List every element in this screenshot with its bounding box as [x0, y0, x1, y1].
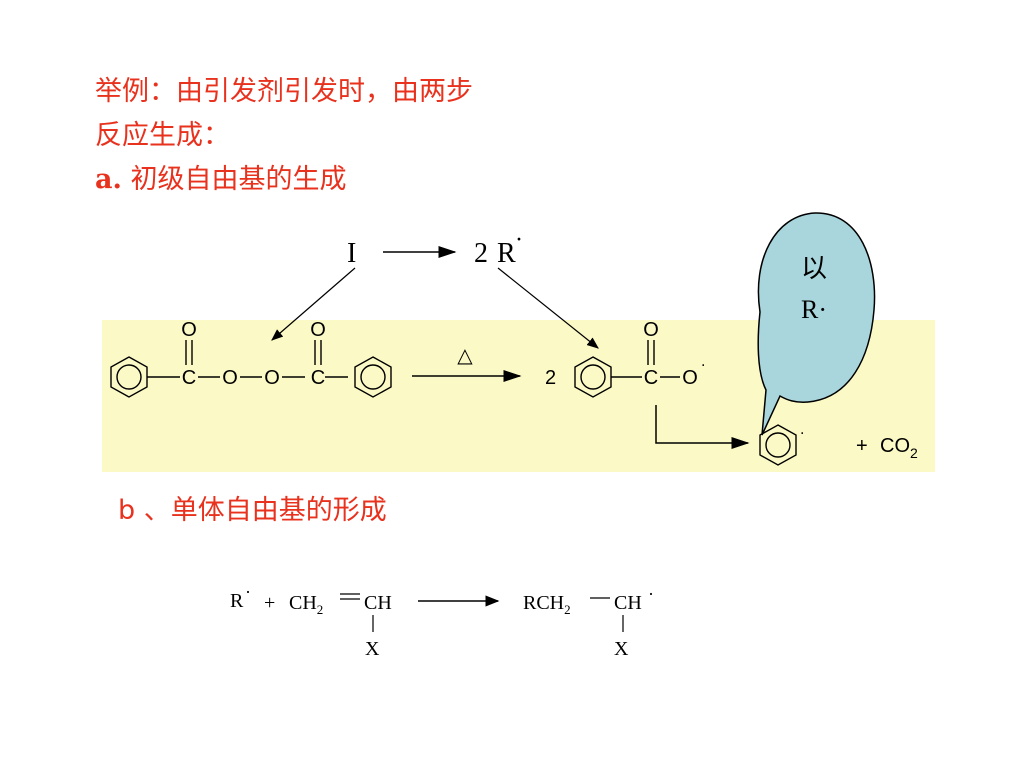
carbon-2: C: [311, 367, 325, 389]
callout-bubble: 以 R·: [757, 212, 876, 436]
benzoyloxy-radical: [574, 340, 680, 398]
product-coefficient-2: 2: [545, 367, 556, 389]
benzoyloxy-labels: O C O: [643, 319, 698, 389]
co2-plus: +: [856, 435, 868, 457]
heading: 举例：由引发剂引发时，由两步 反应生成： a. 初级自由基的生成: [95, 70, 473, 202]
initiator-label: I: [347, 238, 356, 269]
oxygen-peroxide-2: O: [264, 367, 280, 389]
product-substituent: X: [614, 638, 629, 660]
benzoyl-peroxide: [110, 340, 392, 398]
heading-line-2: 反应生成：: [95, 120, 230, 151]
radical-dot: ·: [515, 227, 523, 253]
propagation-bonds: [340, 593, 624, 632]
product-radical-dot: ·: [648, 584, 654, 604]
oxygen-radical-dot: ·: [701, 358, 705, 374]
decarboxylation-arrow: [655, 405, 750, 449]
pointer-arrow-radical: [497, 267, 599, 349]
benzene-ring-phenyl-inner: [765, 432, 791, 458]
co2-label: CO2: [880, 435, 918, 461]
benzene-ring-phenyl: [759, 424, 797, 466]
benzene-ring-left-inner: [116, 364, 142, 390]
callout-shape: [757, 212, 876, 436]
oxygen-carbonyl-1: O: [181, 319, 197, 341]
oxygen-carbonyl-2: O: [310, 319, 326, 341]
radical-r-label: R: [497, 238, 516, 269]
pointer-arrow-initiator: [271, 267, 356, 341]
benzene-ring-product-inner: [580, 364, 606, 390]
propagation-equation: R · + CH2 CH X RCH2 CH · X: [230, 582, 654, 660]
benzene-ring-right: [354, 356, 392, 398]
product-coefficient: 2: [474, 238, 488, 269]
monomer-substituent: X: [365, 638, 380, 660]
product-rch2: RCH2: [523, 592, 571, 617]
oxygen-peroxide-1: O: [222, 367, 238, 389]
oxygen-radical: O: [682, 367, 698, 389]
heading-line-3-text: 初级自由基的生成: [130, 164, 347, 195]
propagation-r-dot: ·: [245, 582, 251, 602]
benzoyl-peroxide-labels: O C O O O C: [181, 319, 326, 389]
product-ch: CH: [614, 592, 642, 614]
propagation-plus: +: [264, 592, 275, 614]
monomer-ch: CH: [364, 592, 392, 614]
propagation-r-label: R: [230, 590, 244, 612]
heat-symbol: △: [457, 343, 473, 367]
heading-line-3: a. 初级自由基的生成: [95, 158, 473, 202]
phenyl-radical-dot: ·: [800, 426, 804, 442]
callout-line-2: R·: [801, 295, 827, 324]
phenyl-radical: [759, 424, 797, 466]
benzene-ring-right-inner: [360, 364, 386, 390]
heading-line-3-prefix: a.: [95, 164, 122, 195]
carbon-1: C: [182, 367, 196, 389]
benzene-ring-left: [110, 356, 148, 398]
monomer-ch2: CH2: [289, 592, 323, 617]
initiation-equation: I 2 R ·: [347, 227, 523, 269]
heading-line-1: 举例：由引发剂引发时，由两步: [95, 76, 473, 107]
carbon-product: C: [644, 367, 658, 389]
benzene-ring-product: [574, 356, 612, 398]
section-b-title: b 、单体自由基的形成: [118, 495, 387, 526]
oxygen-carbonyl-product: O: [643, 319, 659, 341]
callout-line-1: 以: [801, 254, 827, 284]
